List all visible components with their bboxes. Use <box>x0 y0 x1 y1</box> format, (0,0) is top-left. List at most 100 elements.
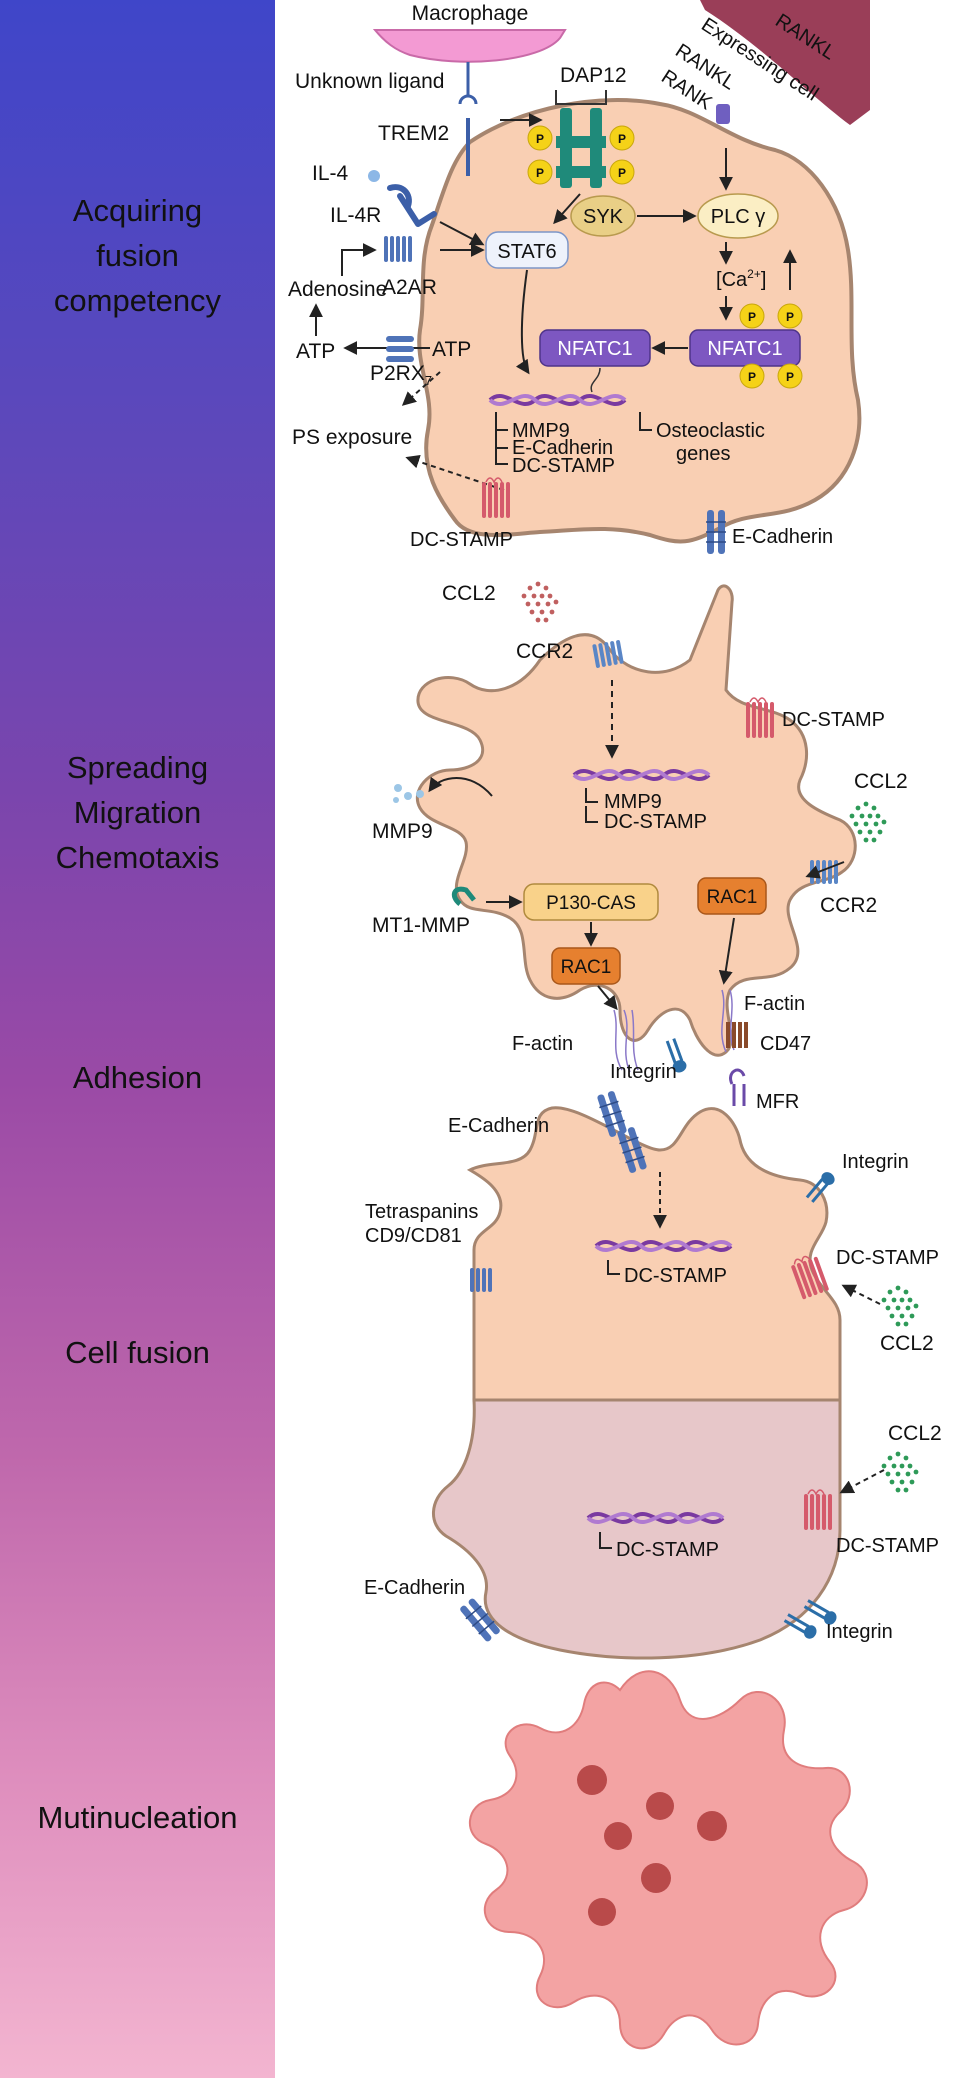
label-f-actin-1: F-actin <box>512 1033 573 1055</box>
label-unknown-ligand: Unknown ligand <box>295 70 444 93</box>
label-p2rx7: P2RX7 <box>370 362 432 388</box>
svg-text:DC-STAMP: DC-STAMP <box>624 1265 727 1287</box>
label-e-cadherin-stage1: E-Cadherin <box>732 526 833 548</box>
stage-label-fusion-competency: Acquiring fusion competency <box>53 193 222 318</box>
phospho-calcium: P P <box>739 303 803 329</box>
stage-label-cell-fusion: Cell fusion <box>65 1335 210 1370</box>
fusing-cell-upper <box>466 1106 842 1402</box>
svg-text:DC-STAMP: DC-STAMP <box>604 811 707 833</box>
svg-text:DC-STAMP: DC-STAMP <box>512 455 615 477</box>
label-e-cadherin-stage3: E-Cadherin <box>448 1115 549 1137</box>
label-atp-in: ATP <box>432 338 471 361</box>
svg-text:genes: genes <box>676 443 731 465</box>
p130-cas-node <box>523 883 659 921</box>
svg-text:P: P <box>536 166 544 180</box>
dap12-receptor-icon <box>556 108 606 188</box>
label-ccr2-2: CCR2 <box>820 894 877 917</box>
label-integrin-3: Integrin <box>826 1621 893 1643</box>
label-cd47: CD47 <box>760 1033 811 1055</box>
ccl2-dots-4 <box>881 1451 919 1493</box>
label-dap12: DAP12 <box>560 64 627 87</box>
label-dc-stamp-stage3: DC-STAMP <box>836 1247 939 1269</box>
svg-text:P: P <box>748 370 756 384</box>
ccl2-dots-1 <box>521 581 559 623</box>
mmp9-secreted-icon <box>393 784 424 803</box>
rac1-node-a <box>697 877 767 915</box>
svg-text:Osteoclastic: Osteoclastic <box>656 420 765 442</box>
svg-text:DC-STAMP: DC-STAMP <box>616 1539 719 1561</box>
label-mmp9: MMP9 <box>372 820 433 843</box>
svg-text:P: P <box>618 132 626 146</box>
stat6-node <box>485 231 569 269</box>
f-actin-1-icon <box>613 1009 639 1073</box>
svg-text:P: P <box>536 132 544 146</box>
label-a2ar: A2AR <box>382 276 437 299</box>
stage-gradient-bar <box>0 0 275 2078</box>
macrophage-cap <box>372 29 567 63</box>
label-dc-stamp-stage1: DC-STAMP <box>410 529 513 551</box>
label-dc-stamp-stage4: DC-STAMP <box>836 1535 939 1557</box>
il4-ligand-icon <box>368 170 380 182</box>
label-atp-out: ATP <box>296 340 335 363</box>
svg-text:P: P <box>786 310 794 324</box>
gene-arrows-stage2 <box>585 788 598 823</box>
svg-text:P130-CAS: P130-CAS <box>546 893 636 914</box>
label-calcium: [Ca2+] <box>716 267 766 291</box>
syk-node <box>570 195 636 237</box>
rank-receptor-icon <box>716 104 730 124</box>
svg-text:NFATC1: NFATC1 <box>707 338 782 360</box>
label-adenosine: Adenosine <box>288 278 387 301</box>
svg-text:RAC1: RAC1 <box>561 957 612 978</box>
mt1-mmp-icon <box>451 886 476 906</box>
label-dc-stamp-stage2: DC-STAMP <box>782 709 885 731</box>
spreading-cell-stage2 <box>415 584 857 1057</box>
svg-text:NFATC1: NFATC1 <box>557 338 632 360</box>
label-il4r: IL-4R <box>330 204 381 227</box>
svg-text:STAT6: STAT6 <box>497 241 556 263</box>
label-mt1-mmp: MT1-MMP <box>372 914 470 937</box>
label-cd9-cd81: CD9/CD81 <box>365 1225 462 1247</box>
label-mfr: MFR <box>756 1091 799 1113</box>
svg-text:P: P <box>786 370 794 384</box>
label-ps-exposure: PS exposure <box>292 426 412 449</box>
label-ccl2-4: CCL2 <box>888 1422 942 1445</box>
svg-text:P: P <box>618 166 626 180</box>
tetraspanin-receptor-icon <box>470 1268 492 1292</box>
label-trem2: TREM2 <box>378 122 449 145</box>
label-e-cadherin-stage4: E-Cadherin <box>364 1577 465 1599</box>
svg-text:P: P <box>748 310 756 324</box>
rankl-expressing-cell <box>700 0 870 125</box>
stage-label-multinucleation: Mutinucleation <box>37 1800 238 1835</box>
stage-label-spreading-migration: Spreading Migration Chemotaxis <box>55 750 220 875</box>
label-tetraspanins: Tetraspanins <box>365 1201 478 1223</box>
label-il4: IL-4 <box>312 162 349 185</box>
nfatc1-node-left <box>539 329 651 367</box>
rac1-node-b <box>551 947 621 985</box>
ligand-icon <box>458 94 478 105</box>
svg-text:E-Cadherin: E-Cadherin <box>512 437 613 459</box>
gene-arrows-stage1 <box>495 412 652 465</box>
nuclei <box>577 1765 727 1926</box>
label-macrophage: Macrophage <box>412 2 529 25</box>
svg-text:PLC γ: PLC γ <box>711 206 765 228</box>
label-f-actin-2: F-actin <box>744 993 805 1015</box>
mfr-receptor-icon <box>729 1068 746 1106</box>
label-ccr2-1: CCR2 <box>516 640 573 663</box>
svg-text:RAC1: RAC1 <box>707 887 758 908</box>
a2ar-receptor-icon <box>384 236 412 262</box>
phospho-nfatc1: P P <box>739 363 803 389</box>
label-ccl2-2: CCL2 <box>854 770 908 793</box>
stage-label-adhesion: Adhesion <box>72 1060 203 1095</box>
phospho-dap12: P P P P <box>527 125 635 185</box>
fusing-cell-lower <box>432 1398 842 1660</box>
il4r-receptor-icon <box>387 184 437 227</box>
label-integrin-2: Integrin <box>842 1151 909 1173</box>
p2rx7-receptor-icon <box>386 336 414 362</box>
ccl2-dots-3 <box>881 1285 919 1327</box>
svg-text:MMP9: MMP9 <box>604 791 662 813</box>
svg-text:SYK: SYK <box>583 206 624 228</box>
multinucleated-osteoclast <box>469 1670 868 2050</box>
cd47-receptor-icon <box>726 1022 748 1048</box>
